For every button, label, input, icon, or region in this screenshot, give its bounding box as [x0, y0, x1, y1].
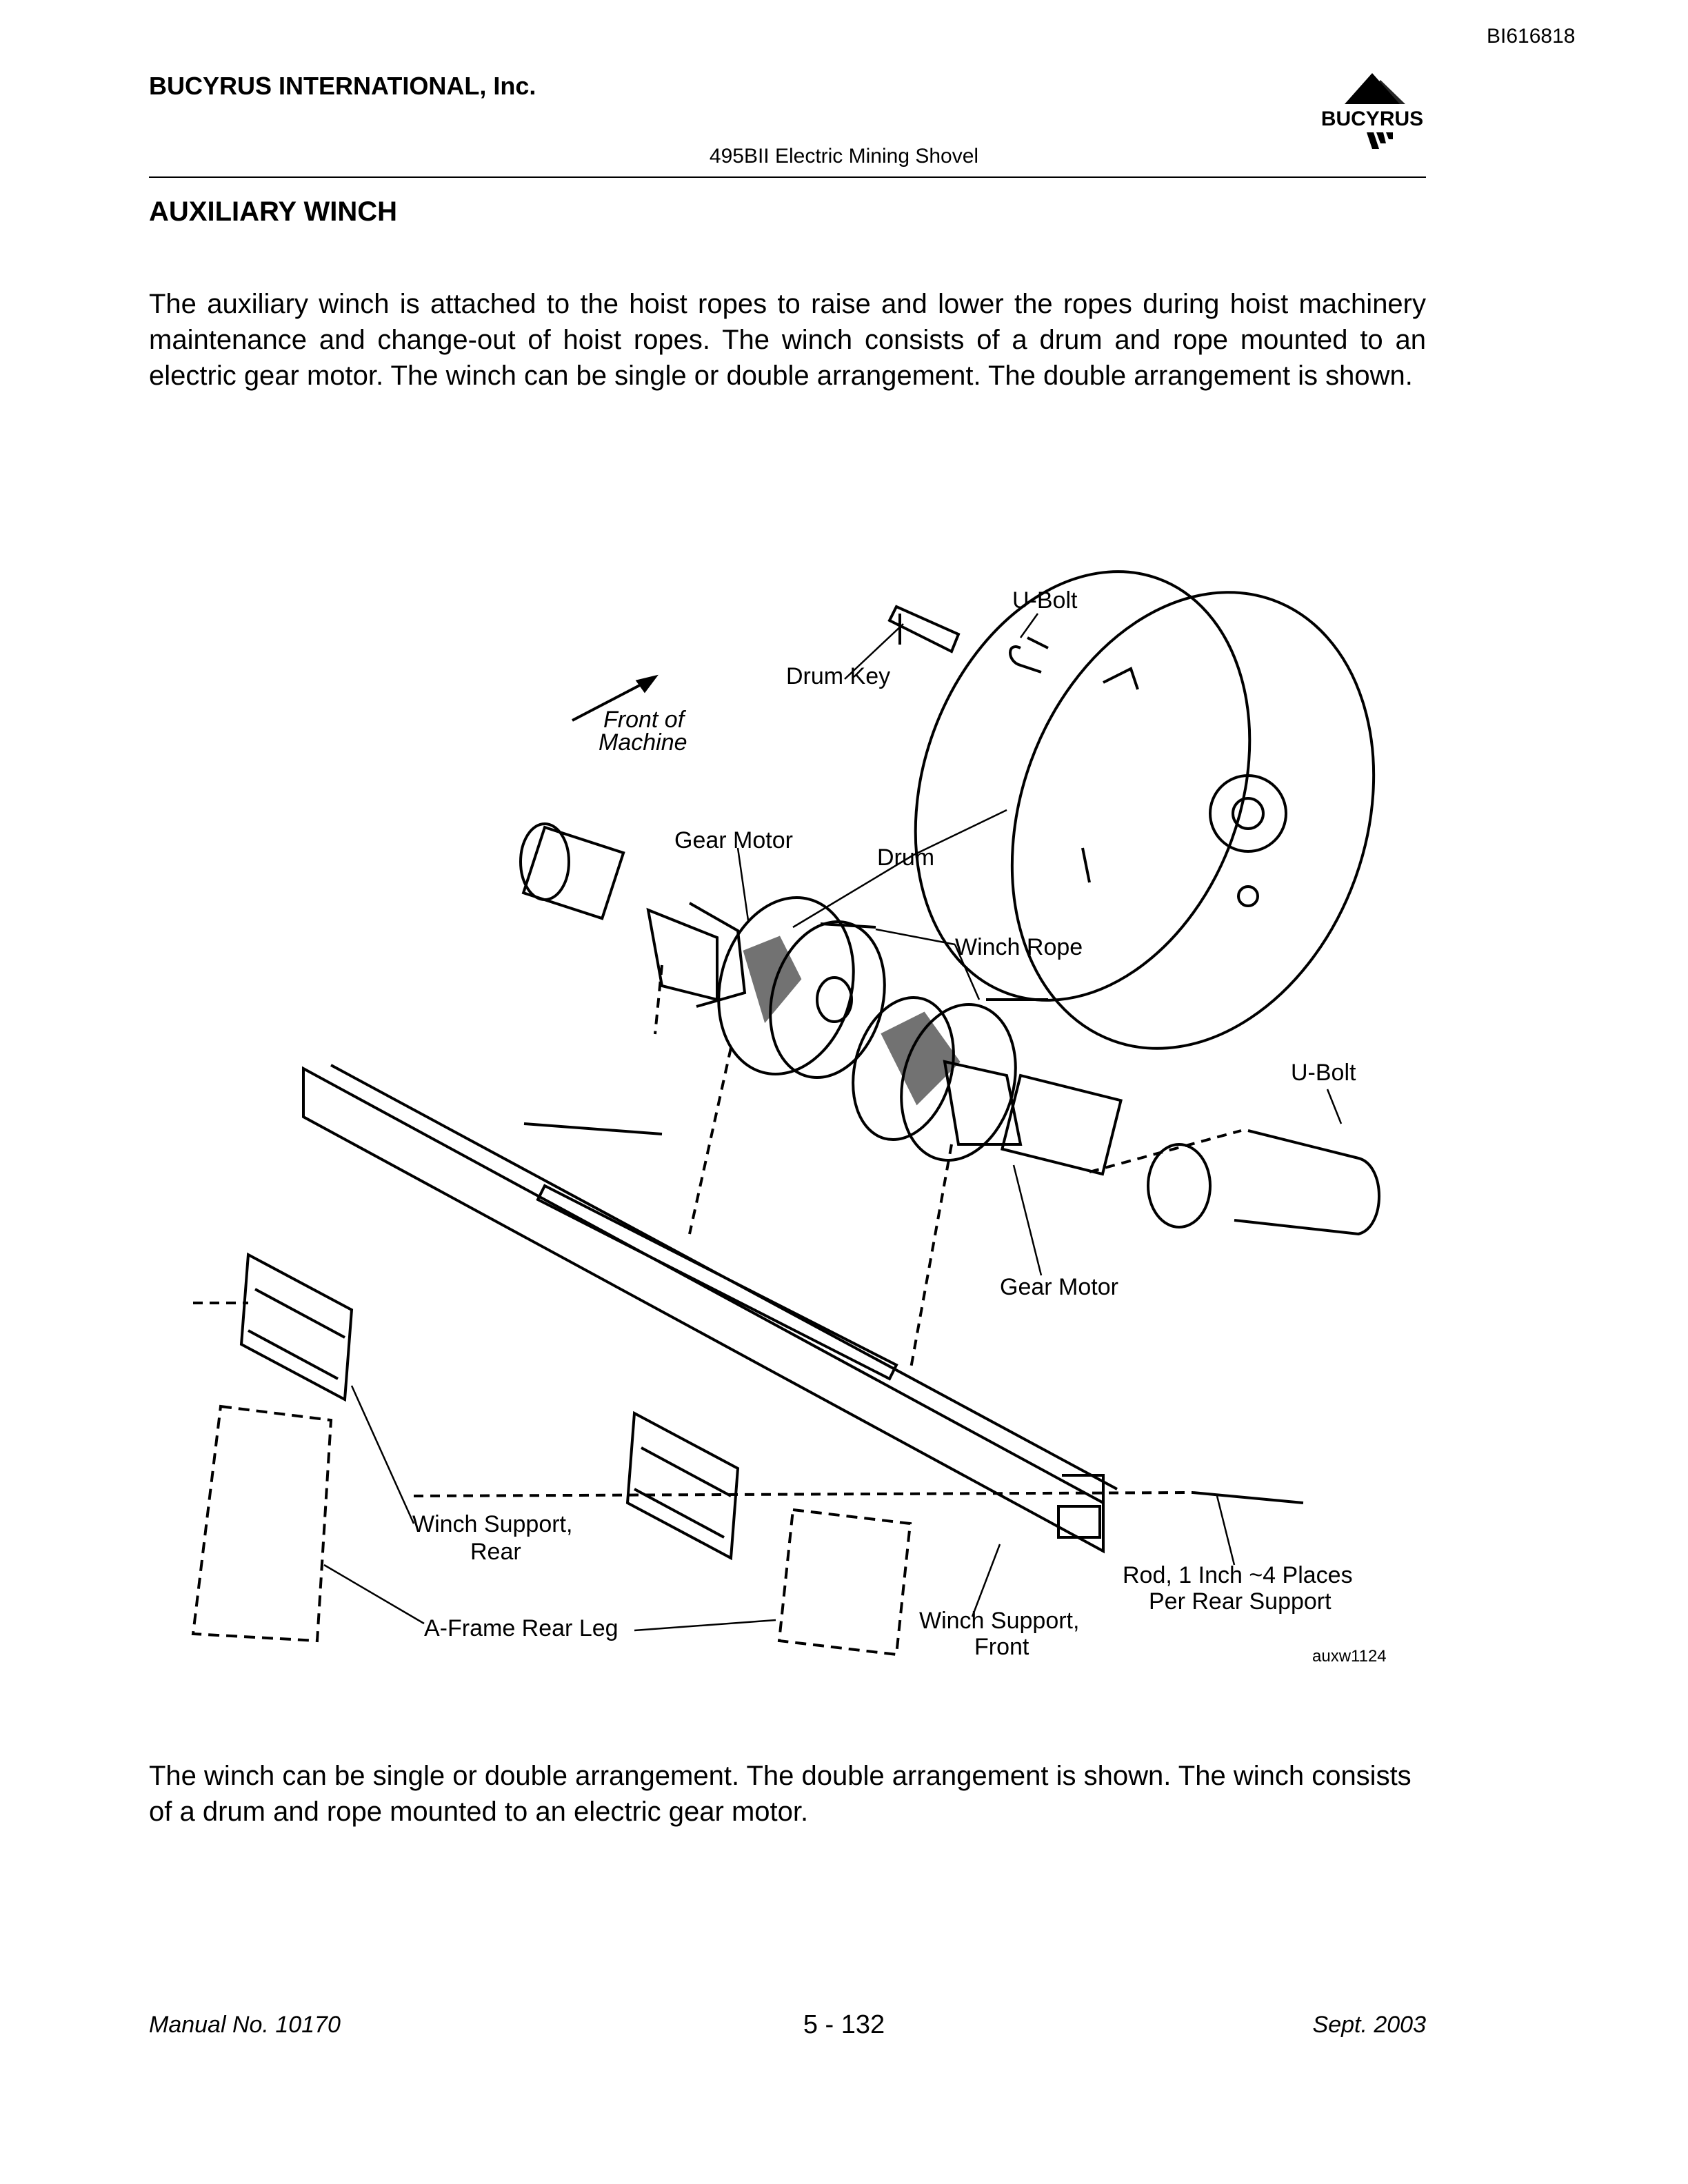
- label-winch-support-rear-1: Winch Support,: [412, 1511, 572, 1537]
- a-frame-leg: [191, 1404, 912, 1657]
- bucyrus-logo: BUCYRUS: [1310, 73, 1434, 149]
- label-drum-key: Drum Key: [786, 663, 890, 689]
- document-id: BI616818: [1487, 25, 1576, 48]
- rear-support-plate: [239, 1252, 354, 1402]
- header-rule: [149, 176, 1426, 178]
- label-u-bolt-top: U-Bolt: [1012, 587, 1078, 614]
- main-beam: [302, 1064, 1118, 1554]
- caption-paragraph: The winch can be single or double arrang…: [149, 1761, 1411, 1827]
- diagram-labels: U-Bolt Drum Key Front of Machine Gear Mo…: [412, 587, 1387, 1666]
- label-u-bolt-right: U-Bolt: [1291, 1060, 1356, 1086]
- intro-paragraph: The auxiliary winch is attached to the h…: [149, 289, 1426, 391]
- gear-motor-upper: [519, 822, 747, 1008]
- publication-date: Sept. 2003: [1312, 2012, 1426, 2038]
- winch-diagram: U-Bolt Drum Key Front of Machine Gear Mo…: [191, 570, 1387, 1666]
- u-bolt-small: [1009, 636, 1049, 674]
- label-a-frame: A-Frame Rear Leg: [424, 1615, 619, 1641]
- label-winch-support-front-2: Front: [974, 1634, 1029, 1660]
- label-figure-id: auxw1124: [1312, 1647, 1387, 1666]
- winch-rope-line: [820, 922, 876, 929]
- manual-number: Manual No. 10170: [149, 2012, 341, 2038]
- label-rod-1: Rod, 1 Inch ~4 Places: [1123, 1562, 1353, 1588]
- label-front-1: Front of: [603, 707, 687, 733]
- small-drum-lower: [852, 995, 1017, 1162]
- label-front-2: Machine: [599, 729, 687, 756]
- small-drum-upper: [717, 896, 886, 1079]
- label-gear-motor-top: Gear Motor: [674, 827, 793, 853]
- company-name: BUCYRUS INTERNATIONAL, Inc.: [149, 72, 536, 100]
- front-support-plate: [625, 1410, 740, 1561]
- page-number: 5 - 132: [803, 2010, 885, 2039]
- u-bolt-large: [1234, 1129, 1380, 1236]
- svg-text:BUCYRUS: BUCYRUS: [1321, 108, 1423, 130]
- gear-motor-lower: [943, 1060, 1212, 1228]
- front-arrow: [572, 674, 659, 722]
- label-winch-support-front-1: Winch Support,: [919, 1608, 1079, 1634]
- label-gear-motor-bottom: Gear Motor: [1000, 1274, 1118, 1300]
- label-winch-support-rear-2: Rear: [470, 1539, 521, 1565]
- label-rod-2: Per Rear Support: [1149, 1588, 1332, 1615]
- leader-lines: [323, 613, 1343, 1632]
- document-subtitle: 495BII Electric Mining Shovel: [709, 145, 979, 168]
- large-drum: [914, 570, 1376, 1050]
- label-drum: Drum: [877, 845, 934, 871]
- section-heading: AUXILIARY WINCH: [149, 196, 397, 227]
- dash-connectors: [193, 964, 1242, 1497]
- rods: [523, 1122, 1304, 1504]
- label-winch-rope: Winch Rope: [955, 934, 1083, 960]
- drum-key: [887, 605, 961, 654]
